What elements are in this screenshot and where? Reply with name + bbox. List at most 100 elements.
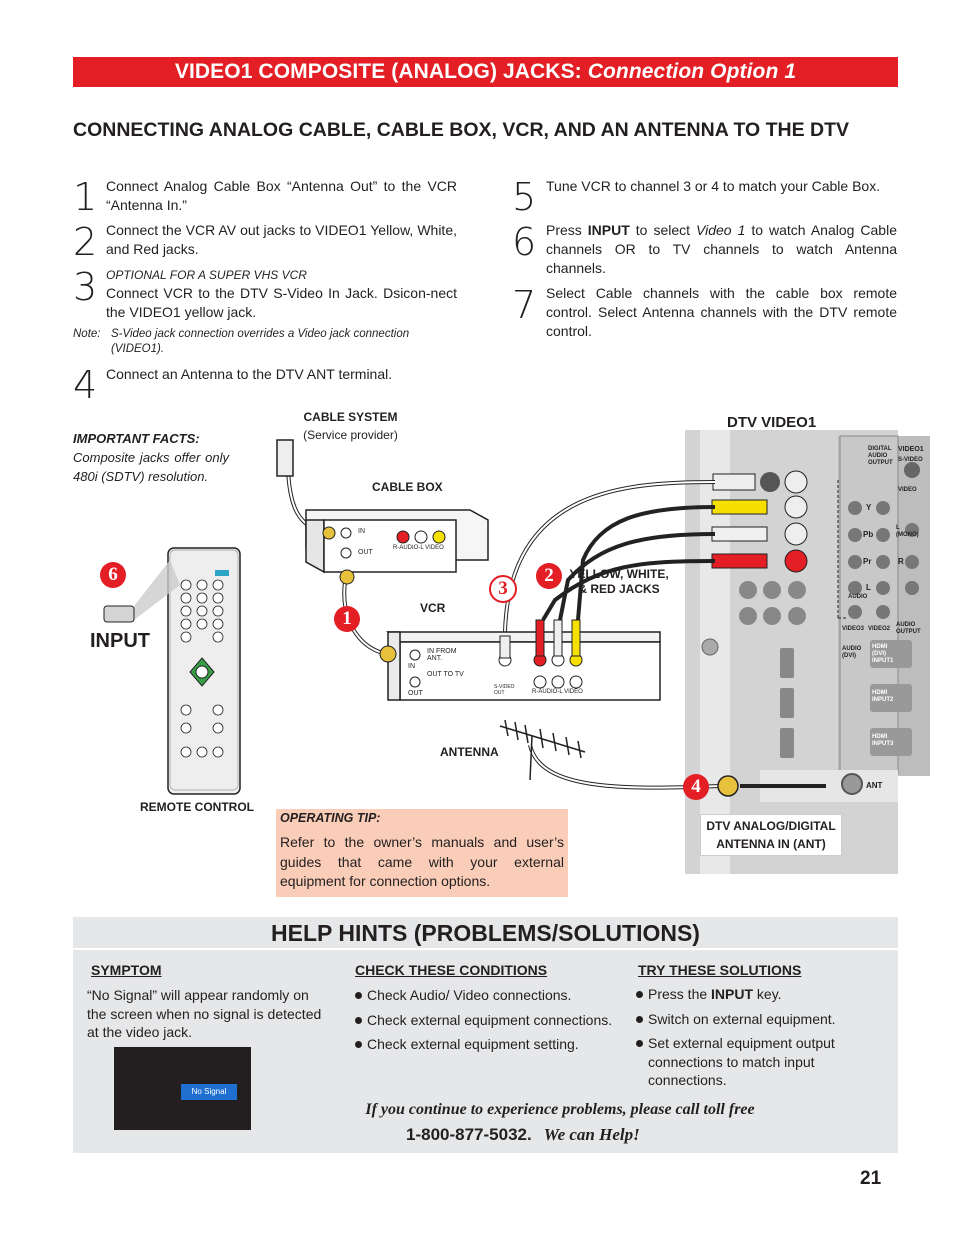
symptom-text: “No Signal” will appear randomly on the … — [87, 987, 322, 1040]
note-text: S-Video jack connection overrides a Vide… — [111, 328, 410, 355]
panel-ant: ANT — [866, 781, 883, 790]
step-6-number: 6 — [512, 220, 537, 264]
panel-l: L — [866, 583, 871, 592]
remote-control-label: REMOTE CONTROL — [140, 800, 254, 814]
red-cable — [541, 559, 716, 622]
note-label: Note: — [73, 328, 101, 340]
step-3-text: Connect VCR to the DTV S-Video In Jack. … — [106, 285, 457, 320]
check-item: Check Audio/ Video connections. — [354, 986, 616, 1005]
callout-2: 2 — [536, 563, 562, 589]
cable-box-label: CABLE BOX — [372, 480, 443, 494]
step-6-pre: Press — [546, 222, 588, 238]
step-7-number: 7 — [512, 283, 537, 327]
step-4-text: Connect an Antenna to the DTV ANT termin… — [106, 366, 393, 382]
panel-video3: VIDEO3 — [842, 626, 865, 632]
panel-l-mono: L (MONO) — [896, 525, 919, 538]
try-heading: TRY THESE SOLUTIONS — [638, 962, 802, 978]
try-item: Set external equipment output connection… — [635, 1034, 875, 1090]
step-1-number: 1 — [73, 175, 98, 219]
ant-plug — [717, 775, 739, 797]
banner-main: VIDEO1 COMPOSITE (ANALOG) JACKS: — [174, 60, 588, 83]
phone-line: 1-800-877-5032. We can Help! — [406, 1125, 766, 1145]
step-3-optional: OPTIONAL FOR A SUPER VHS VCR — [106, 268, 307, 282]
symptom-heading: SYMPTOM — [91, 962, 162, 978]
panel-audio-output: AUDIO OUTPUT — [896, 622, 921, 635]
panel-hdmi1: HDMI (DVI) INPUT1 — [872, 644, 894, 664]
step-5-text: Tune VCR to channel 3 or 4 to match your… — [546, 178, 881, 194]
vcr-label: VCR — [420, 601, 446, 615]
facts-text: Composite jacks offer only 480i (SDTV) r… — [73, 450, 229, 484]
operating-tip-box — [276, 809, 568, 897]
vcr-out: OUT — [408, 690, 423, 697]
try-item: Switch on external equipment. — [635, 1010, 875, 1029]
antenna-icon — [499, 719, 586, 781]
panel-pr: Pr — [863, 557, 872, 566]
phone-number: 1-800-877-5032. — [406, 1125, 532, 1144]
antenna-label: ANTENNA — [440, 745, 499, 759]
input-label: INPUT — [90, 630, 150, 652]
panel-video1: VIDEO1 — [898, 446, 924, 453]
yellow-cable — [576, 505, 716, 621]
panel-y: Y — [866, 503, 872, 512]
page-heading: CONNECTING ANALOG CABLE, CABLE BOX, VCR,… — [73, 119, 850, 141]
step-3-number: 3 — [73, 265, 98, 309]
jacks-label: YELLOW, WHITE, & RED JACKS — [569, 567, 669, 596]
panel-video2: VIDEO2 — [868, 626, 891, 632]
panel-pb: Pb — [863, 530, 874, 539]
check-item: Check external equipment setting. — [354, 1035, 616, 1054]
cable-system-label: CABLE SYSTEM — [303, 410, 398, 424]
callout-6: 6 — [100, 562, 126, 588]
check-item: Check external equipment connections. — [354, 1011, 616, 1030]
we-can-help: We can Help! — [543, 1125, 640, 1144]
callout-4: 4 — [683, 774, 709, 800]
vcr-audio: R-AUDIO-L VIDEO — [532, 689, 583, 695]
try1-post: key. — [753, 986, 782, 1002]
try1-bold: INPUT — [711, 986, 754, 1002]
panel-svideo: S-VIDEO — [898, 457, 923, 463]
panel-hdmi3: HDMI INPUT3 — [872, 734, 894, 747]
white-cable — [558, 532, 716, 621]
wall-outlet — [276, 439, 294, 477]
help-divider — [73, 948, 898, 950]
operating-tip-text: Refer to the owner’s manuals and user’s … — [280, 834, 564, 889]
panel-audio-dvi: AUDIO (DVI) — [842, 646, 862, 659]
step-6-input: INPUT — [587, 222, 630, 238]
step-6-mid: to select — [629, 222, 697, 238]
try1-pre: Press the — [648, 986, 712, 1002]
no-signal-label: No Signal — [181, 1084, 237, 1100]
remote-control-icon — [103, 547, 241, 795]
operating-tip-title: OPERATING TIP: — [280, 811, 381, 825]
step-6-video1: Video 1 — [696, 222, 746, 238]
check-list: Check Audio/ Video connections. Check ex… — [354, 986, 616, 1054]
step-4-number: 4 — [73, 363, 98, 407]
dtv-video1-label: DTV VIDEO1 — [727, 414, 817, 431]
service-provider-label: (Service provider) — [303, 428, 398, 442]
panel-digital-audio: DIGITAL AUDIO OUTPUT — [868, 446, 893, 466]
help-hints-title: HELP HINTS (PROBLEMS/SOLUTIONS) — [271, 920, 700, 946]
section-banner: VIDEO1 COMPOSITE (ANALOG) JACKS: Connect… — [73, 57, 898, 87]
vcr-svideo: S-VIDEO OUT — [494, 684, 515, 696]
try-item: Press the INPUT key. — [635, 985, 875, 1004]
cablebox-in: IN — [358, 528, 365, 535]
panel-video: VIDEO — [898, 487, 917, 493]
cablebox-audio: R-AUDIO-L VIDEO — [393, 545, 444, 551]
facts-title: IMPORTANT FACTS: — [73, 431, 200, 446]
try-list: Press the INPUT key. Switch on external … — [635, 985, 875, 1090]
callout-3: 3 — [489, 575, 517, 603]
step-2-text: Connect the VCR AV out jacks to VIDEO1 Y… — [106, 222, 457, 257]
callout-1: 1 — [334, 606, 360, 632]
step-7-text: Select Cable channels with the cable box… — [546, 285, 897, 339]
step-5-number: 5 — [512, 175, 537, 219]
tv-back-panel — [685, 430, 930, 874]
banner-italic: Connection Option 1 — [587, 60, 797, 83]
step-6-text: Press INPUT to select Video 1 to watch A… — [546, 221, 897, 278]
step-1-text: Connect Analog Cable Box “Antenna Out” t… — [106, 178, 457, 213]
vcr — [379, 619, 661, 701]
vcr-in-from: IN FROM ANT. — [427, 648, 457, 662]
cable-box — [305, 509, 489, 585]
page-number: 21 — [860, 1168, 882, 1189]
video1-plugs — [711, 470, 808, 573]
cablebox-out: OUT — [358, 549, 373, 556]
panel-r: R — [898, 557, 904, 566]
step-6-post: to watch Analog Cable channels OR to TV … — [546, 222, 897, 276]
